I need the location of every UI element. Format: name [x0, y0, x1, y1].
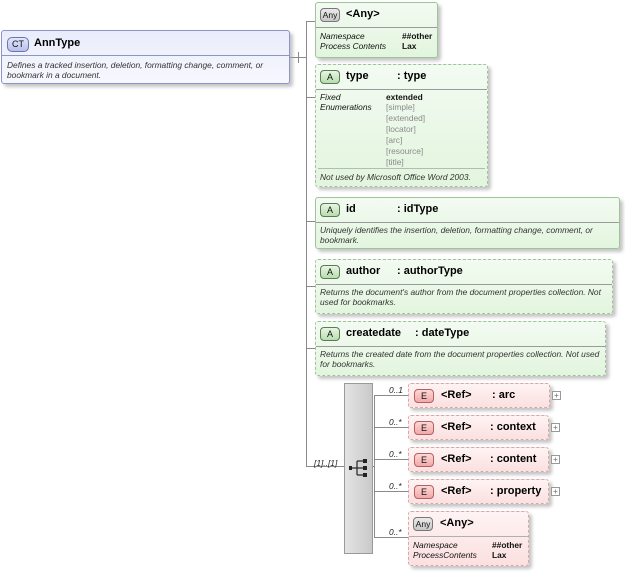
any-attribute-name: <Any> [346, 8, 380, 20]
any-attribute-box[interactable]: Any <Any> Namespace ##other Process Cont… [315, 2, 438, 58]
any-element-process-label: ProcessContents [413, 550, 477, 560]
attribute-id-type: : idType [397, 203, 439, 215]
connector-any-attr [306, 21, 315, 22]
expand-arc-icon[interactable]: + [552, 391, 561, 400]
attribute-id-name: id [346, 203, 356, 215]
attribute-type-type: : type [397, 70, 427, 82]
any-element-header [409, 512, 528, 537]
any-attribute-badge: Any [320, 8, 340, 22]
any-element-namespace-value: ##other [492, 540, 523, 550]
attribute-author-header [316, 260, 612, 285]
connector-trunk [306, 21, 307, 466]
attribute-type-divider [318, 168, 485, 169]
attribute-author-name: author [346, 265, 381, 277]
attribute-type-fixed-value: extended [386, 92, 423, 102]
element-content-ref: <Ref> [441, 453, 472, 465]
attribute-type-doc: Not used by Microsoft Office Word 2003. [320, 172, 471, 182]
attribute-createdate-doc: Returns the created date from the docume… [320, 349, 600, 369]
element-context-badge: E [414, 421, 434, 435]
element-content-cardinality: 0..* [389, 449, 402, 459]
any-attribute-process-value: Lax [402, 41, 417, 51]
attribute-type-name: type [346, 70, 369, 82]
connector-ct-out [289, 57, 298, 58]
attribute-id-doc: Uniquely identifies the insertion, delet… [320, 225, 593, 245]
connector-any-elem [374, 537, 408, 538]
attribute-id-header [316, 198, 619, 223]
attribute-author-badge: A [320, 265, 340, 279]
element-property-name: : property [490, 485, 542, 497]
any-attribute-process-label: Process Contents [320, 41, 387, 51]
expand-property-icon[interactable]: + [551, 487, 560, 496]
attribute-id-box[interactable]: A id : idType Uniquely identifies the in… [315, 197, 620, 249]
enum-item: [arc] [386, 135, 403, 145]
attribute-author-type: : authorType [397, 265, 463, 277]
connector-attr-type [306, 97, 315, 98]
element-property-cardinality: 0..* [389, 481, 402, 491]
enum-item: [locator] [386, 124, 416, 134]
connector-elem-property [374, 491, 408, 492]
complex-type-box[interactable]: CT AnnType Defines a tracked insertion, … [1, 30, 290, 84]
element-arc-cardinality: 0..1 [389, 385, 403, 395]
any-attribute-header [316, 3, 437, 28]
connector-elem-arc [374, 395, 408, 396]
complex-type-doc: Defines a tracked insertion, deletion, f… [7, 60, 264, 80]
any-element-namespace-label: Namespace [413, 540, 458, 550]
complex-type-badge: CT [7, 37, 29, 52]
attribute-id-badge: A [320, 203, 340, 217]
attribute-createdate-name: createdate [346, 327, 402, 339]
attribute-type-fixed-label: Fixed [320, 92, 341, 102]
enum-item: [resource] [386, 146, 424, 156]
any-element-badge: Any [413, 517, 433, 531]
element-content-box[interactable]: E <Ref> : content [408, 447, 549, 472]
connector-attr-author [306, 286, 315, 287]
element-content-badge: E [414, 453, 434, 467]
element-context-ref: <Ref> [441, 421, 472, 433]
attribute-createdate-type: : dateType [415, 327, 470, 339]
connector-ct-branch [298, 52, 299, 63]
attribute-type-enum-label: Enumerations [320, 102, 372, 112]
connector-sequence [306, 466, 344, 467]
connector-elem-context [374, 427, 408, 428]
attribute-author-doc: Returns the document's author from the d… [320, 287, 601, 307]
connector-elem-content [374, 459, 408, 460]
element-arc-box[interactable]: E <Ref> : arc [408, 383, 550, 408]
any-attribute-namespace-value: ##other [402, 31, 433, 41]
any-element-cardinality: 0..* [389, 527, 402, 537]
expand-context-icon[interactable]: + [551, 423, 560, 432]
connector-branch-to-trunk [299, 57, 306, 58]
any-element-process-value: Lax [492, 550, 507, 560]
element-context-cardinality: 0..* [389, 417, 402, 427]
complex-type-header [2, 31, 289, 56]
element-property-box[interactable]: E <Ref> : property [408, 479, 549, 504]
element-context-name: : context [490, 421, 536, 433]
sequence-cardinality: [1]..[1] [314, 458, 338, 468]
connector-attr-createdate [306, 348, 315, 349]
any-element-name: <Any> [440, 517, 474, 529]
sequence-icon [349, 459, 367, 477]
element-property-badge: E [414, 485, 434, 499]
enum-item: [title] [386, 157, 404, 167]
attribute-createdate-box[interactable]: A createdate : dateType Returns the crea… [315, 321, 606, 376]
enum-item: [simple] [386, 102, 415, 112]
any-element-box[interactable]: Any <Any> Namespace ##other ProcessConte… [408, 511, 529, 566]
attribute-createdate-badge: A [320, 327, 340, 341]
element-arc-ref: <Ref> [441, 389, 472, 401]
element-property-ref: <Ref> [441, 485, 472, 497]
any-attribute-namespace-label: Namespace [320, 31, 365, 41]
connector-seq-out [372, 466, 375, 467]
attribute-author-box[interactable]: A author : authorType Returns the docume… [315, 259, 613, 314]
complex-type-name: AnnType [34, 37, 81, 49]
element-arc-name: : arc [492, 389, 516, 401]
connector-attr-id [306, 221, 315, 222]
element-arc-badge: E [414, 389, 434, 403]
element-context-box[interactable]: E <Ref> : context [408, 415, 549, 440]
element-content-name: : content [490, 453, 537, 465]
attribute-createdate-header [316, 322, 605, 347]
attribute-type-badge: A [320, 70, 340, 84]
sequence-compositor[interactable] [344, 383, 373, 554]
enum-item: [extended] [386, 113, 426, 123]
attribute-type-header [316, 65, 487, 90]
attribute-type-box[interactable]: A type : type Fixed extended Enumeration… [315, 64, 488, 187]
expand-content-icon[interactable]: + [551, 455, 560, 464]
